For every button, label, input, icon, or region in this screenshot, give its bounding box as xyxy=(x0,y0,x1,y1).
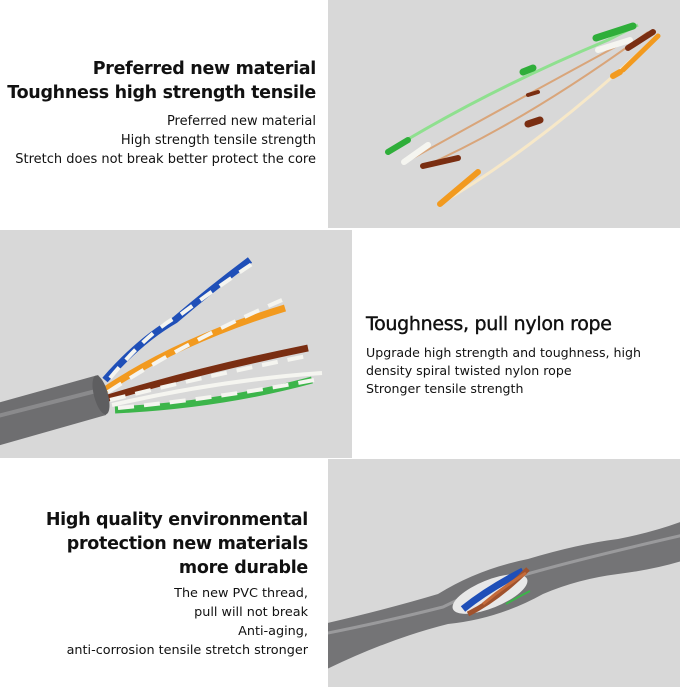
desc-line: pull will not break xyxy=(194,605,308,620)
section-3-title: High quality environmental protection ne… xyxy=(0,508,308,580)
section-1-text: Preferred new material Toughness high st… xyxy=(0,57,316,169)
twisted-pair-illustration xyxy=(0,257,323,446)
desc-line: The new PVC thread, xyxy=(174,586,308,601)
section-1-description: Preferred new material High strength ten… xyxy=(0,112,316,169)
section-3-text: High quality environmental protection ne… xyxy=(0,508,308,660)
title-line: Toughness high strength tensile xyxy=(7,83,316,103)
wire-strands-illustration xyxy=(385,22,661,207)
section-2-title: Toughness, pull nylon rope xyxy=(366,311,676,337)
desc-line: Upgrade high strength and toughness, hig… xyxy=(366,345,641,360)
twisted-pair-cable-end-image xyxy=(0,230,352,458)
desc-line: Anti-aging, xyxy=(238,624,308,639)
title-line: Toughness, pull nylon rope xyxy=(366,313,612,335)
title-line: Preferred new material xyxy=(92,59,317,79)
section-2-description: Upgrade high strength and toughness, hig… xyxy=(366,344,676,398)
separated-wire-strands-image xyxy=(328,0,680,228)
title-line: more durable xyxy=(178,558,308,578)
cable-jacket-cutaway-image xyxy=(328,459,680,687)
cable-cutaway-illustration xyxy=(328,522,680,669)
section-1-title: Preferred new material Toughness high st… xyxy=(0,57,316,105)
desc-line: Stronger tensile strength xyxy=(366,381,524,396)
desc-line: density spiral twisted nylon rope xyxy=(366,363,572,378)
section-2-text: Toughness, pull nylon rope Upgrade high … xyxy=(366,311,676,398)
title-line: High quality environmental xyxy=(45,510,308,530)
title-line: protection new materials xyxy=(66,534,309,554)
desc-line: High strength tensile strength xyxy=(120,133,316,148)
desc-line: anti-corrosion tensile stretch stronger xyxy=(66,643,308,658)
desc-line: Stretch does not break better protect th… xyxy=(15,152,316,167)
desc-line: Preferred new material xyxy=(166,114,316,129)
section-3-description: The new PVC thread, pull will not break … xyxy=(0,584,308,660)
